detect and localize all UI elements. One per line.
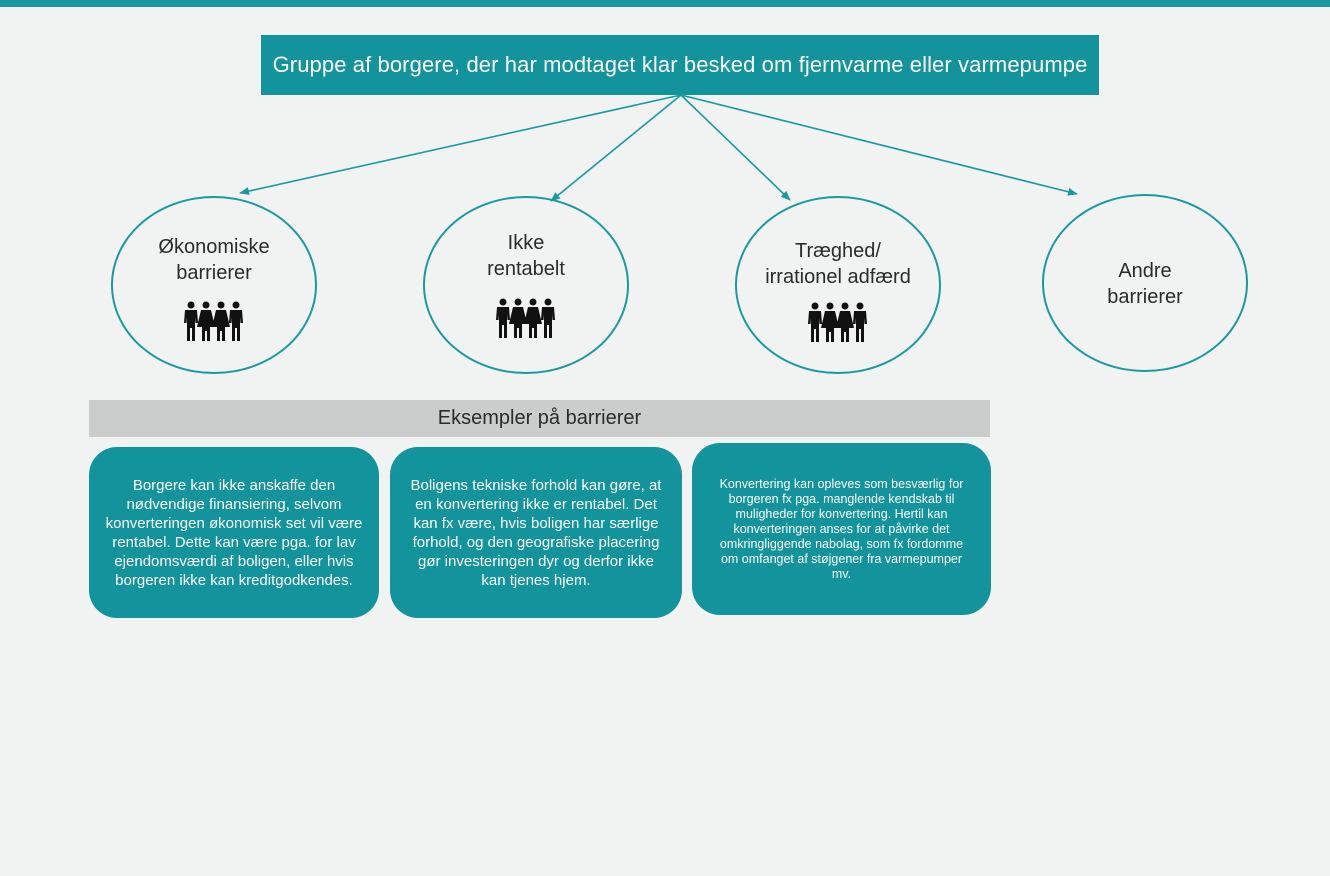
example-card-economic: Borgere kan ikke anskaffe den nødvendige… [89,447,379,618]
arrow-to-node-4 [680,94,1078,196]
arrow-to-node-1 [239,94,682,195]
node-label: Økonomiske barrierer [158,236,270,284]
node-label: Andre barrierer [1107,260,1183,308]
arrow-to-node-2 [550,94,682,202]
people-group-icon [807,302,869,349]
examples-header: Eksempler på barrierer [89,400,990,437]
node-inertia-irrational-behavior: Træghed/ irrationel adfærd [735,196,941,374]
node-not-profitable: Ikke rentabelt [423,196,629,374]
example-card-text: Boligens tekniske forhold kan gøre, at e… [410,476,662,589]
node-label: Træghed/ irrationel adfærd [765,240,911,288]
node-economic-barriers: Økonomiske barrierer [111,196,317,374]
example-card-text: Borgere kan ikke anskaffe den nødvendige… [105,476,363,589]
arrow-to-node-3 [680,94,791,201]
example-card-text: Konvertering kan opleves som besværlig f… [719,476,964,581]
root-group-box: Gruppe af borgere, der har modtaget klar… [261,35,1099,95]
example-card-not-profitable: Boligens tekniske forhold kan gøre, at e… [390,447,682,618]
example-card-inertia: Konvertering kan opleves som besværlig f… [692,443,991,615]
people-group-icon [495,298,557,345]
node-label: Ikke rentabelt [487,232,565,280]
root-group-text: Gruppe af borgere, der har modtaget klar… [272,52,1088,77]
people-group-icon [183,301,245,348]
node-other-barriers: Andre barrierer [1042,194,1248,372]
top-accent-bar [0,0,1330,7]
examples-header-text: Eksempler på barrierer [437,407,642,429]
